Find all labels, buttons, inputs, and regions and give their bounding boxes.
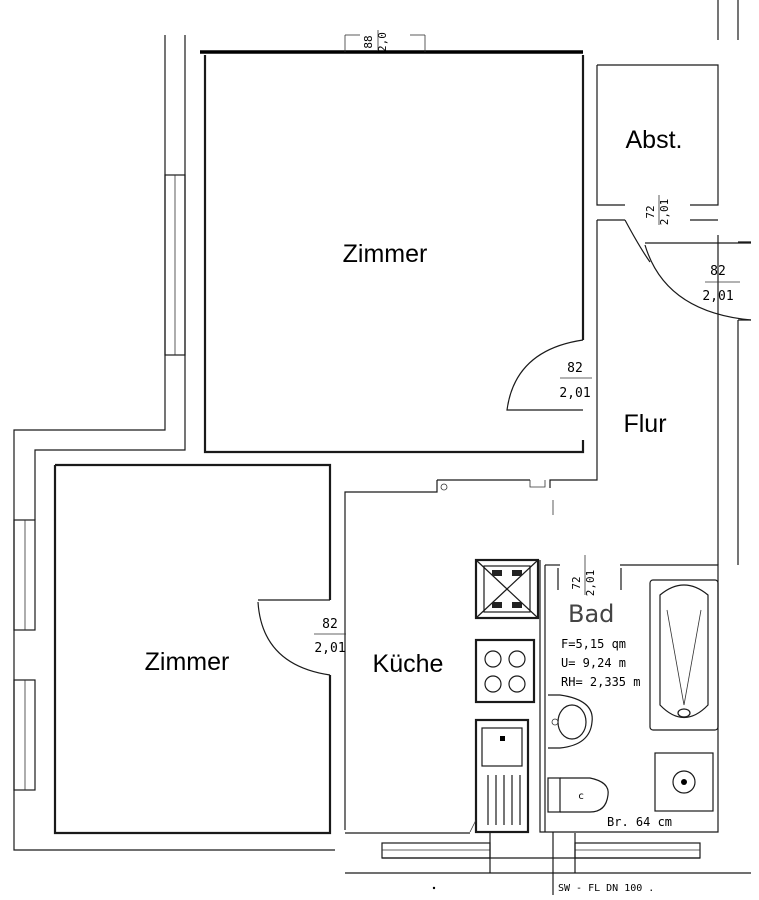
bad-room: 72 2,01 c: [539, 555, 719, 833]
entry-door: 82 2,01: [644, 241, 752, 321]
abst-door-height: 2,01: [658, 199, 671, 226]
top-window: 88 2,0: [344, 30, 426, 52]
dot-mark: [432, 886, 436, 890]
room-label-zimmer-bottom: Zimmer: [145, 648, 230, 676]
zimmer-top-room: [164, 55, 598, 830]
bad-perimeter: U= 9,24 m: [561, 656, 626, 670]
abst-room: 72 2,01: [596, 64, 719, 263]
bad-room-height: RH= 2,335 m: [561, 675, 640, 689]
zimmer-top-door: 82 2,01: [506, 339, 592, 411]
room-label-abst: Abst.: [626, 126, 683, 154]
zimmer-top-door-width: 82: [567, 361, 583, 376]
bottom-windows: [381, 832, 701, 895]
top-window-width: 88: [362, 35, 375, 48]
zimmer-top-door-height: 2,01: [559, 386, 590, 401]
bad-door-height: 2,01: [584, 570, 597, 597]
svg-text:c: c: [578, 791, 584, 802]
kitchen-walls: [345, 480, 554, 834]
pipe-note: SW - FL DN 100 .: [558, 883, 654, 894]
kitchen-sink: [474, 718, 530, 834]
top-window-height: 2,0: [376, 32, 389, 52]
zimmer-bottom-door-width: 82: [322, 617, 338, 632]
entry-door-width: 82: [710, 264, 726, 279]
zimmer-bottom-door-height: 2,01: [314, 641, 345, 656]
entry-door-height: 2,01: [702, 289, 733, 304]
kitchen-fridge: [474, 558, 540, 620]
kitchen-stove: [474, 638, 536, 704]
room-label-zimmer-top: Zimmer: [343, 240, 428, 268]
zimmer-bottom-room: 82 2,01: [13, 463, 346, 835]
bad-area: F=5,15 qm: [561, 637, 626, 651]
room-label-kueche: Küche: [373, 650, 444, 678]
bad-width-note: Br. 64 cm: [607, 815, 672, 829]
bad-door-width: 72: [570, 576, 583, 589]
room-label-flur: Flur: [623, 410, 666, 438]
abst-door-width: 72: [644, 205, 657, 218]
room-label-bad: Bad: [568, 600, 614, 628]
